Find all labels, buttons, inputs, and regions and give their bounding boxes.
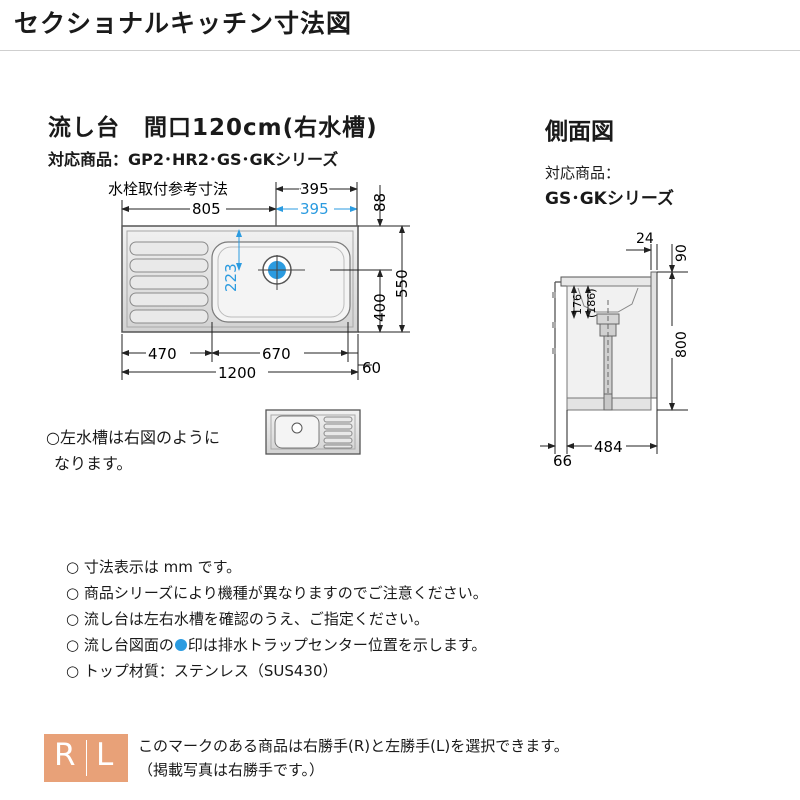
sink-plan-title: 流し台 間口120cm(右水槽) (48, 115, 378, 141)
dim-1200: 1200 (218, 364, 256, 382)
note-item: ○ トップ材質：ステンレス（SUS430） (66, 662, 338, 680)
dim-395-blue: 395 (300, 200, 329, 218)
dim-805: 805 (192, 200, 221, 218)
dim-670: 670 (262, 345, 291, 363)
page-title: セクショナルキッチン寸法図 (14, 9, 353, 38)
side-view-series: GS･GKシリーズ (545, 189, 674, 209)
dim-395-black: 395 (300, 180, 329, 198)
rl-mark-line2: （掲載写真は右勝手です。） (138, 761, 325, 779)
note-item: ○ 商品シリーズにより機種が異なりますのでご注意ください。 (66, 584, 488, 602)
dim-400: 400 (371, 293, 389, 322)
rl-mark-line1: このマークのある商品は右勝手(R)と左勝手(L)を選択できます。 (138, 737, 569, 755)
side-view-title: 側面図 (545, 119, 614, 145)
blue-dot-icon (174, 639, 187, 651)
rl-mark-r: R (54, 737, 76, 773)
left-sink-note-line1: ○左水槽は右図のように (46, 428, 220, 447)
dim-60: 60 (362, 359, 381, 377)
svg-text:395: 395 (300, 180, 329, 198)
dim-470: 470 (148, 345, 177, 363)
dim-176: 176 (571, 294, 584, 315)
rl-mark-l: L (96, 737, 114, 773)
note-item: ○ 流し台図面の印は排水トラップセンター位置を示します。 (66, 632, 488, 658)
dim-186: (186) (585, 288, 598, 318)
dim-550: 550 (393, 269, 411, 298)
note-item-suffix: 印は排水トラップセンター位置を示します。 (187, 636, 487, 654)
faucet-ref-label: 水栓取付参考寸法 (108, 180, 228, 198)
header-divider (0, 50, 800, 51)
note-item: ○ 流し台は左右水槽を確認のうえ、ご指定ください。 (66, 610, 429, 628)
dim-24: 24 (636, 231, 654, 247)
note-item-prefix: ○ 流し台図面の (66, 636, 174, 654)
rl-mark-divider (86, 740, 87, 776)
left-sink-note: ○左水槽は右図のように なります。 (46, 425, 220, 477)
left-sink-note-line2: なります。 (54, 454, 133, 473)
dim-66: 66 (553, 452, 572, 470)
note-item: ○ 寸法表示は mm です。 (66, 558, 242, 576)
side-view-series-label: 対応商品： (545, 164, 621, 182)
notes-list: ○ 寸法表示は mm です。 ○ 商品シリーズにより機種が異なりますのでご注意く… (66, 554, 488, 684)
dim-800: 800 (674, 331, 690, 358)
side-view-drawing: 24 90 176 (186) 800 484 66 (540, 231, 690, 470)
rl-mark-badge: R L (44, 734, 128, 782)
left-sink-thumbnail (265, 409, 361, 455)
dim-90: 90 (674, 244, 690, 262)
dim-88: 88 (371, 193, 389, 212)
dim-223: 223 (222, 263, 240, 292)
sink-plan-series: 対応商品：GP2･HR2･GS･GKシリーズ (48, 150, 339, 169)
dim-484: 484 (594, 438, 623, 456)
rl-mark-text: このマークのある商品は右勝手(R)と左勝手(L)を選択できます。 （掲載写真は右… (138, 734, 569, 782)
